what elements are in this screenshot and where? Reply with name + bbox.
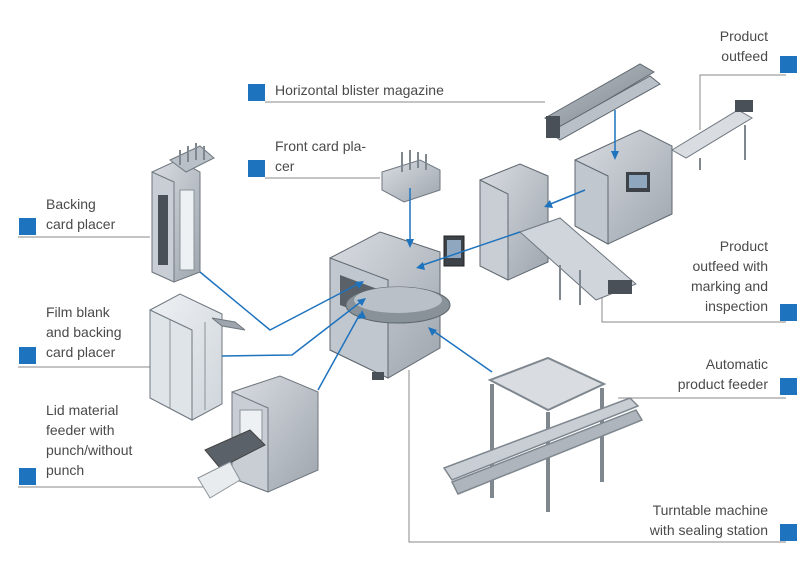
marker-product-outfeed-marking bbox=[780, 304, 797, 321]
label-turntable-machine: Turntable machine with sealing station bbox=[649, 502, 768, 538]
arrowheads bbox=[355, 151, 619, 336]
arrow-marking-to-turntable bbox=[419, 231, 521, 267]
label-product-outfeed-marking: Product outfeed with marking and inspect… bbox=[690, 238, 768, 314]
label-product-outfeed: Product outfeed bbox=[719, 28, 768, 64]
blue-connectors bbox=[199, 110, 616, 391]
turntable-machine bbox=[329, 231, 465, 380]
product-feeder-machine bbox=[442, 356, 644, 512]
leader-turntable bbox=[408, 370, 786, 543]
label-horizontal-blister-magazine: Horizontal blister magazine bbox=[275, 82, 444, 98]
lid-material-machine bbox=[197, 375, 319, 499]
marker-product-outfeed bbox=[780, 56, 797, 73]
blister-magazine-machine bbox=[544, 63, 661, 141]
arrow-lid bbox=[317, 313, 361, 391]
label-lid-material-feeder: Lid material feeder with punch/without p… bbox=[46, 402, 133, 478]
label-automatic-product-feeder: Automatic product feeder bbox=[677, 356, 768, 392]
backing-card-placer-machine bbox=[151, 143, 215, 283]
marker-film-blank-backing bbox=[19, 347, 36, 364]
label-backing-card-placer: Backing card placer bbox=[46, 196, 116, 232]
label-front-card-placer: Front card pla- cer bbox=[275, 138, 367, 174]
outfeed-marking-machine bbox=[479, 163, 637, 305]
marker-blister-magazine bbox=[248, 84, 265, 101]
arrow-film bbox=[221, 300, 363, 357]
marker-automatic-product-feeder bbox=[780, 378, 797, 395]
marker-turntable-machine bbox=[780, 524, 797, 541]
product-outfeed-machine bbox=[574, 100, 753, 245]
arrow-feeder bbox=[431, 329, 493, 373]
front-card-placer-machine bbox=[381, 150, 441, 203]
marker-lid-material-feeder bbox=[19, 468, 36, 485]
leader-product-outfeed bbox=[699, 74, 786, 130]
arrow-backing bbox=[199, 271, 361, 331]
marker-front-card-placer bbox=[248, 160, 265, 177]
leader-lines bbox=[18, 74, 786, 543]
film-blank-machine bbox=[149, 293, 246, 421]
marker-backing-card-placer bbox=[19, 218, 36, 235]
label-film-blank-backing: Film blank and backing card placer bbox=[46, 304, 122, 360]
arrow-outfeed-to-marking bbox=[547, 189, 586, 206]
